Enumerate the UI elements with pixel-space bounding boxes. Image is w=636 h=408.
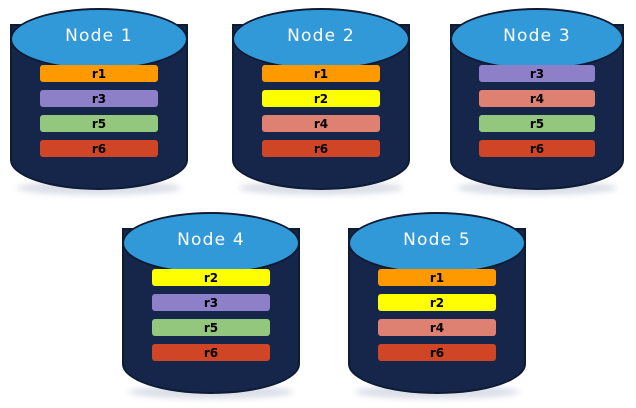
replica-r5[interactable]: r5: [152, 319, 270, 336]
replica-r3[interactable]: r3: [152, 294, 270, 311]
replica-r1[interactable]: r1: [262, 65, 380, 82]
replica-r1[interactable]: r1: [40, 65, 158, 82]
replica-r2[interactable]: r2: [262, 90, 380, 107]
replica-r6[interactable]: r6: [378, 344, 496, 361]
node-5[interactable]: Node 5 r1 r2 r4 r6: [348, 212, 526, 399]
replica-r3[interactable]: r3: [479, 65, 595, 82]
replica-list: r1 r3 r5 r6: [40, 65, 158, 157]
node-4[interactable]: Node 4 r2 r3 r5 r6: [122, 212, 300, 399]
node-3[interactable]: Node 3 r3 r4 r5 r6: [450, 8, 624, 195]
node-label: Node 5: [403, 230, 471, 250]
replica-list: r1 r2 r4 r6: [378, 269, 496, 361]
node-label: Node 4: [177, 230, 245, 250]
node-cylinder-top: [348, 212, 526, 274]
replica-r2[interactable]: r2: [378, 294, 496, 311]
node-label: Node 2: [287, 26, 355, 46]
node-2[interactable]: Node 2 r1 r2 r4 r6: [232, 8, 410, 195]
node-label: Node 3: [503, 26, 571, 46]
replica-list: r3 r4 r5 r6: [479, 65, 595, 157]
replica-r6[interactable]: r6: [479, 140, 595, 157]
replica-r5[interactable]: r5: [479, 115, 595, 132]
replica-r3[interactable]: r3: [40, 90, 158, 107]
node-label: Node 1: [65, 26, 133, 46]
replica-list: r2 r3 r5 r6: [152, 269, 270, 361]
replica-r6[interactable]: r6: [152, 344, 270, 361]
replica-r4[interactable]: r4: [479, 90, 595, 107]
replica-r6[interactable]: r6: [262, 140, 380, 157]
replica-r5[interactable]: r5: [40, 115, 158, 132]
node-1[interactable]: Node 1 r1 r3 r5 r6: [10, 8, 188, 195]
replica-r2[interactable]: r2: [152, 269, 270, 286]
replica-r4[interactable]: r4: [378, 319, 496, 336]
replica-list: r1 r2 r4 r6: [262, 65, 380, 157]
replica-r1[interactable]: r1: [378, 269, 496, 286]
replica-r6[interactable]: r6: [40, 140, 158, 157]
replica-r4[interactable]: r4: [262, 115, 380, 132]
